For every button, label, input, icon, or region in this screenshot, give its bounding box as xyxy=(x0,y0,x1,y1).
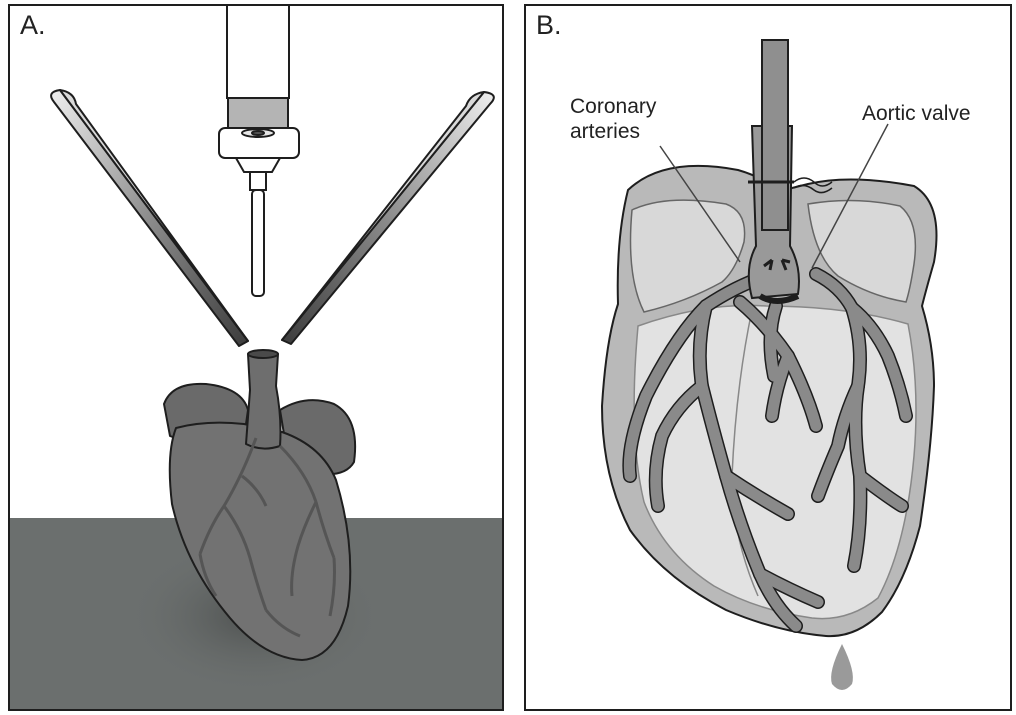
forceps-left-icon xyxy=(51,90,248,346)
panel-b-letter: B. xyxy=(536,12,562,39)
panel-a: A. xyxy=(8,4,504,711)
coronary-label-line1: Coronary xyxy=(570,94,656,119)
drop-icon xyxy=(831,644,853,690)
syringe-icon xyxy=(219,6,299,296)
forceps-right-icon xyxy=(282,92,494,344)
panel-b: B. Coronary arteries Aortic valve xyxy=(524,4,1012,711)
aortic-valve-label: Aortic valve xyxy=(862,101,971,126)
panel-a-illustration xyxy=(10,6,504,711)
panel-a-letter: A. xyxy=(20,12,46,39)
coronary-label-line2: arteries xyxy=(570,119,640,144)
